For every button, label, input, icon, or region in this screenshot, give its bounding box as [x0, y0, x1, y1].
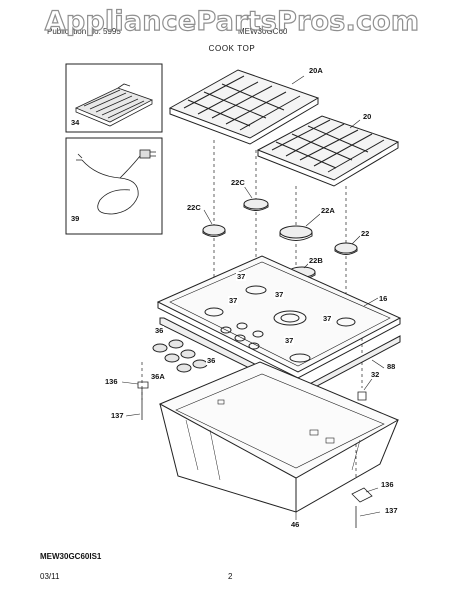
burner-grate-right [256, 115, 400, 187]
screw-hardware [137, 381, 373, 528]
footer-page-number: 2 [228, 572, 233, 581]
callout-22B: 22B [308, 256, 324, 265]
callout-37-e: 37 [284, 336, 295, 345]
callout-36-right: 36 [206, 356, 217, 365]
callout-37-c: 37 [274, 290, 285, 299]
header-model: MEW30GC60 [238, 27, 288, 36]
power-cord-part [76, 149, 156, 215]
callout-22C-lower: 22C [186, 203, 202, 212]
callout-37-b: 37 [228, 296, 239, 305]
burner-cap-22 [334, 242, 358, 254]
model-number: MEW30GC60IS1 [40, 552, 102, 561]
callout-136-right: 136 [380, 480, 395, 489]
callout-22C-upper: 22C [230, 178, 246, 187]
griddle-part [75, 83, 153, 127]
callout-22A: 22A [320, 206, 336, 215]
callout-88: 88 [386, 362, 397, 371]
callout-16: 16 [378, 294, 389, 303]
callout-20A: 20A [308, 66, 324, 75]
burner-grate-left [168, 69, 320, 145]
callout-34: 34 [70, 118, 81, 127]
accessory-box-griddle [65, 63, 163, 133]
burner-cap-22C-left [202, 224, 226, 236]
burner-cap-22A [279, 225, 313, 239]
callout-46: 46 [290, 520, 301, 529]
callout-137-left: 137 [110, 411, 125, 420]
cooktop-top-panel [156, 255, 402, 379]
header-publication: Publication No: 5995 [47, 27, 121, 36]
section-title: COOK TOP [208, 44, 256, 53]
callout-32: 32 [370, 370, 381, 379]
accessory-box-cord [65, 137, 163, 235]
callout-36A: 36A [150, 372, 166, 381]
callout-136-left: 136 [104, 377, 119, 386]
cooktop-burner-box [158, 361, 400, 513]
watermark-logo: AppliancePartsPros.com [44, 5, 420, 37]
callout-39: 39 [70, 214, 81, 223]
callout-20: 20 [362, 112, 373, 121]
control-knobs [152, 339, 208, 373]
footer-date: 03/11 [40, 572, 60, 581]
leader-lines [121, 75, 385, 522]
callout-37-d: 37 [322, 314, 333, 323]
burner-cap-22C-right [243, 198, 269, 210]
callout-22: 22 [360, 229, 371, 238]
callout-36-left: 36 [154, 326, 165, 335]
callout-137-right: 137 [384, 506, 399, 515]
callout-37-a: 37 [236, 272, 247, 281]
